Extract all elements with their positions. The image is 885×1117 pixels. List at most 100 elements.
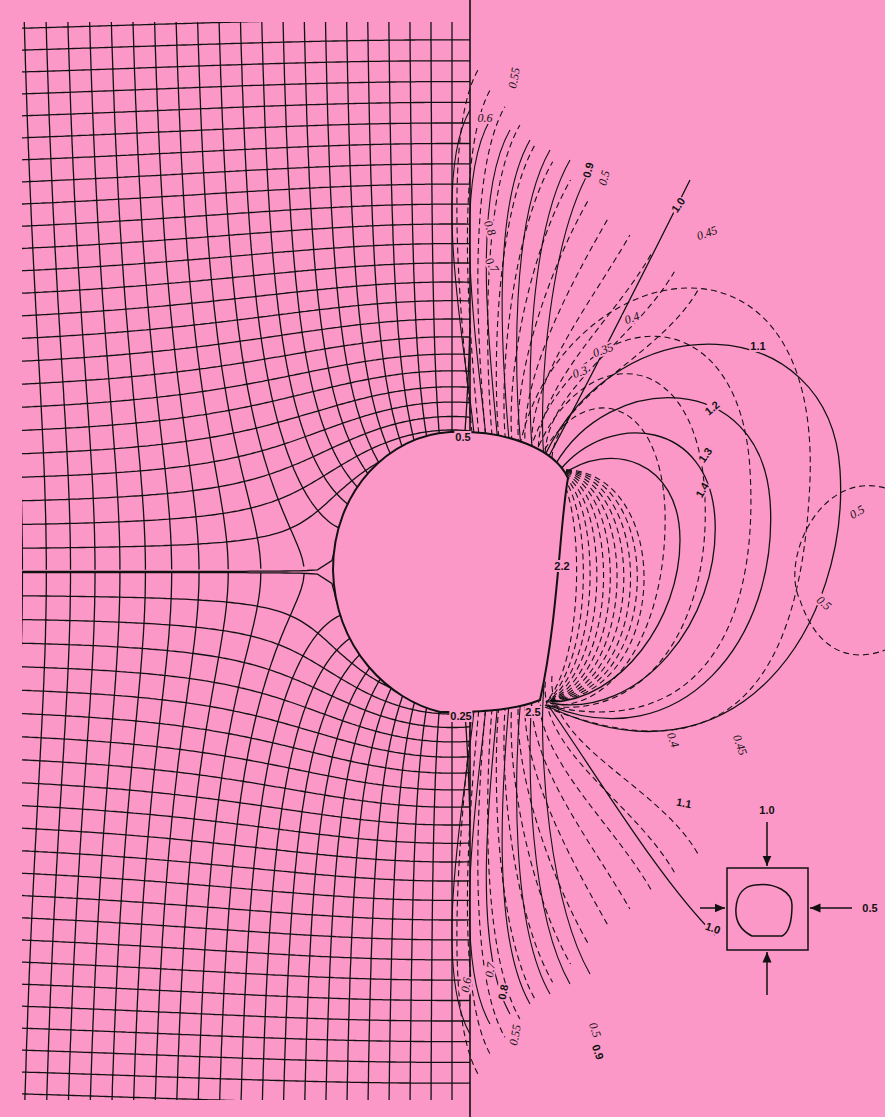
dashed-contour (525, 217, 609, 449)
mesh-line (280, 22, 363, 492)
mesh-line (171, 22, 228, 569)
mesh-line (22, 82, 470, 105)
mesh-line (193, 573, 261, 1100)
dashed-contours (520, 288, 885, 731)
mesh-line (22, 1039, 470, 1062)
dashed-contour (467, 711, 491, 1056)
mesh-line (106, 22, 145, 570)
mesh-line (22, 204, 470, 238)
dashed-contour (525, 695, 609, 927)
contour-value: 0.5 (814, 593, 835, 613)
mesh-line (22, 862, 470, 901)
mesh-line (236, 615, 341, 1100)
mesh-line (22, 282, 470, 327)
contour-value: 0.5 (596, 168, 612, 188)
contour-value: 0.55 (507, 1023, 523, 1048)
mesh-line (344, 677, 397, 1100)
mesh-line (215, 573, 305, 1100)
contour-value: 0.25 (449, 710, 472, 722)
mesh-line (431, 690, 442, 1100)
solid-contours (545, 180, 841, 935)
mesh-line (63, 573, 95, 1100)
mesh-line (280, 651, 364, 1100)
contour-value: 0.7 (483, 255, 502, 276)
dashed-contour (478, 107, 505, 434)
contour-value: 0.4 (622, 309, 642, 326)
contour-value: 0.8 (481, 218, 498, 238)
mesh-line (22, 1017, 470, 1041)
contour-value: 0.4 (664, 730, 681, 750)
solid-contour (517, 699, 550, 994)
mesh-line (301, 662, 375, 1100)
dashed-contour (518, 699, 589, 946)
mesh-line (22, 573, 23, 1101)
mesh-line (22, 184, 470, 215)
mesh-line (22, 840, 470, 882)
contour-value: 0.8 (496, 982, 511, 1001)
mesh-line (409, 22, 430, 455)
mesh-line (41, 573, 71, 1100)
contour-value: 1.1 (749, 340, 766, 352)
mesh-line (215, 22, 304, 567)
contour-value: 0.45 (730, 732, 749, 758)
mesh-line (236, 22, 339, 528)
contour-value: 1.2 (702, 398, 723, 418)
mesh-line (22, 40, 470, 61)
contour-value: 0.6 (477, 112, 494, 124)
opening-outline (333, 432, 568, 712)
contour-value: 2.5 (524, 706, 541, 718)
mesh-line (22, 773, 470, 825)
contour-value: 0.5 (847, 503, 868, 522)
mesh-line (106, 573, 145, 1100)
dashed-contour (538, 253, 651, 457)
mesh-line (366, 22, 408, 462)
mesh-line (193, 22, 261, 569)
contour-value: 0.5 (586, 1020, 603, 1040)
solid-contour (502, 140, 530, 440)
contour-value: 1.0 (668, 194, 688, 215)
mesh-line (22, 61, 470, 83)
solid-contour (469, 120, 490, 435)
mesh-line (41, 22, 71, 570)
mesh-line (22, 337, 470, 394)
contour-value: 1.0 (758, 804, 775, 816)
dashed-contour (552, 290, 698, 468)
solid-contour (517, 150, 550, 445)
contour-value: 0.3 (570, 363, 590, 380)
contour-value: 0.35 (590, 340, 616, 359)
mesh-line (22, 929, 470, 960)
mesh-line (366, 682, 408, 1100)
dashed-contour (518, 198, 589, 445)
load-inset (700, 822, 852, 995)
solid-contour (486, 130, 510, 437)
dashed-contour (545, 682, 674, 873)
mesh-line (430, 22, 441, 454)
mesh-line (63, 22, 95, 570)
mesh-line (409, 688, 430, 1100)
mesh-line (258, 637, 353, 1101)
contour-value: 0.5 (454, 431, 471, 443)
solid-contour (543, 170, 590, 459)
solid-contour (502, 704, 530, 1004)
mesh-line (22, 884, 470, 920)
contour-value: 0.7 (483, 961, 498, 980)
solid-contour (543, 685, 590, 974)
mesh-line (22, 906, 470, 940)
mesh-line (171, 573, 228, 1100)
mesh-line (22, 817, 470, 862)
contour-value: 2.2 (553, 560, 570, 572)
contour-value: 0.5 (861, 902, 878, 914)
contour-value: 1.4 (692, 480, 711, 501)
mesh-line (128, 573, 172, 1100)
mesh-line (22, 795, 470, 843)
mesh-line (22, 301, 470, 349)
mesh-line (344, 22, 396, 467)
mesh-line (22, 995, 470, 1021)
mesh-line (258, 22, 352, 507)
solid-contour (530, 693, 570, 984)
mesh-line (22, 728, 470, 790)
mesh-line (22, 123, 470, 149)
mesh-line (301, 22, 374, 482)
mesh-line (387, 22, 418, 458)
